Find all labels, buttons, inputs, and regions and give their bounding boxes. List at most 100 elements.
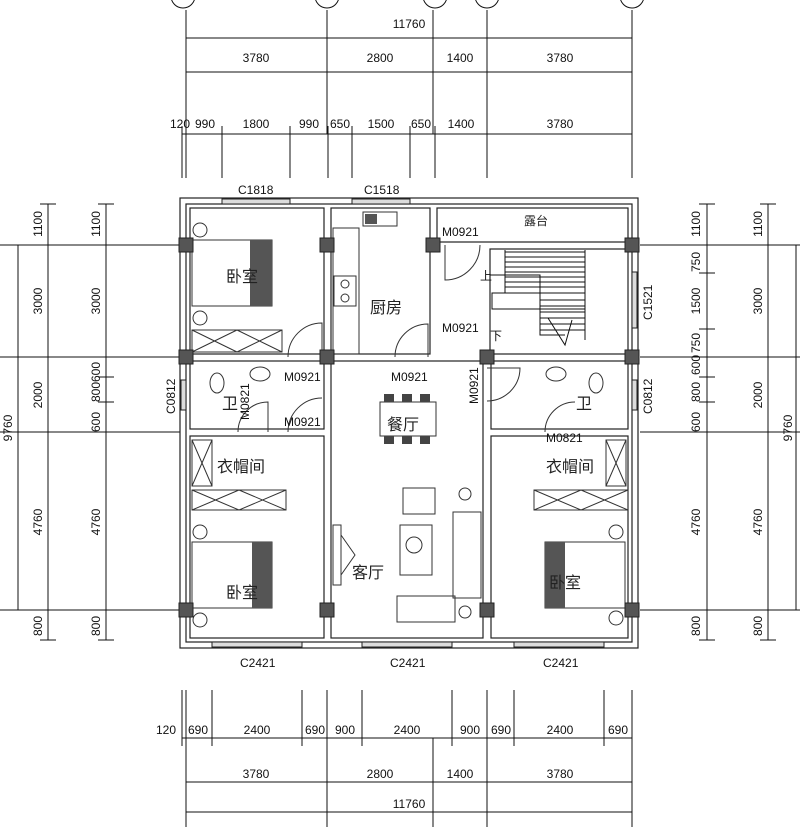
room-label-bedroom: 卧室 <box>226 267 258 286</box>
wardrobe <box>191 329 283 353</box>
dimension-label: 4760 <box>751 508 765 535</box>
window-labels: C1818 C1518 C0812 C0812 C1521 C2421 C242… <box>164 183 655 670</box>
toilet <box>209 366 604 394</box>
window-c1518 <box>351 198 411 205</box>
wardrobe <box>533 439 629 511</box>
column <box>178 602 194 618</box>
dimension-label: 2400 <box>244 723 271 737</box>
dimension-label: 3000 <box>751 287 765 314</box>
tv-cabinet <box>332 524 356 586</box>
door-label: M0821 <box>546 431 583 445</box>
door-labels: M0921 M0921 M0921 M0921 M0921 M0921 M082… <box>238 225 583 445</box>
column <box>319 602 335 618</box>
window-label: C0812 <box>641 378 655 414</box>
stair-landing <box>491 292 586 310</box>
dimension-label: 2800 <box>367 51 394 65</box>
window-c2421-middle <box>361 641 453 648</box>
dimension-label: 9760 <box>1 414 15 441</box>
room-labels: 卧室 厨房 露台 卫 卫 衣帽间 衣帽间 餐厅 客厅 卧室 卧室 <box>217 213 594 602</box>
room-label-dining: 餐厅 <box>387 415 419 434</box>
door-swing <box>287 397 323 433</box>
dimension-label: 1400 <box>447 767 474 781</box>
window-label: C1518 <box>364 183 400 197</box>
dimension-labels: 11760 3780 2800 1400 3780 120 990 1800 990 650 150… <box>1 17 795 811</box>
dimension-label: 690 <box>608 723 628 737</box>
kitchen-sink <box>362 211 398 227</box>
axis-bubble <box>315 0 339 9</box>
room-label-kitchen: 厨房 <box>370 298 402 317</box>
stair-arrow <box>490 274 565 336</box>
window-label: C0812 <box>164 378 178 414</box>
dimension-label: 650 <box>330 117 350 131</box>
dimension-label: 600 <box>89 412 103 432</box>
dimension-label: 1500 <box>368 117 395 131</box>
room-label-bedroom: 卧室 <box>549 573 581 592</box>
room-label-closet: 衣帽间 <box>217 457 265 476</box>
dimension-label: 120 <box>156 723 176 737</box>
dimension-label: 990 <box>299 117 319 131</box>
dimension-label: 1400 <box>448 117 475 131</box>
bed-top-left <box>191 222 273 326</box>
dimension-label: 800 <box>689 382 703 402</box>
window-c2421-left <box>211 641 303 648</box>
dimension-label: 1100 <box>89 211 103 237</box>
dimension-label: 750 <box>689 252 703 272</box>
column <box>624 237 640 253</box>
window-c1818 <box>221 198 291 205</box>
axis-bubble <box>171 0 195 9</box>
dimension-label: 3000 <box>89 287 103 314</box>
dimension-label: 3780 <box>243 51 270 65</box>
room-label-bath: 卫 <box>576 394 592 413</box>
door-label: M0921 <box>284 370 321 384</box>
window-label: C1818 <box>238 183 274 197</box>
axis-bubbles <box>171 0 644 9</box>
column <box>425 237 441 253</box>
door-swing <box>544 401 576 433</box>
dimension-label: 800 <box>89 616 103 636</box>
dimension-label: 3780 <box>547 117 574 131</box>
stove <box>333 275 357 307</box>
column <box>624 602 640 618</box>
door-swing <box>394 323 429 358</box>
door-swing <box>444 244 481 281</box>
dimension-label: 11760 <box>393 17 426 31</box>
door-swing <box>287 322 323 358</box>
room-label-living: 客厅 <box>352 563 384 582</box>
wardrobe <box>191 439 287 511</box>
window-c0812-left <box>180 379 187 411</box>
dimension-label: 2000 <box>751 381 765 408</box>
axis-bubble <box>620 0 644 9</box>
dimension-label: 1500 <box>689 287 703 314</box>
room-label-bath: 卫 <box>222 394 238 413</box>
dimension-label: 690 <box>188 723 208 737</box>
window-label: C2421 <box>390 656 426 670</box>
furniture <box>191 211 629 628</box>
column <box>178 349 194 365</box>
dimension-label: 1100 <box>689 211 703 237</box>
sofa <box>396 487 482 623</box>
room-label-bedroom: 卧室 <box>226 583 258 602</box>
dimension-label: 1400 <box>447 51 474 65</box>
dimension-label: 800 <box>751 616 765 636</box>
dimension-label: 690 <box>305 723 325 737</box>
dimension-label: 750 <box>689 333 703 353</box>
stair-down-label: 下 <box>490 329 502 343</box>
dimension-label: 3780 <box>243 767 270 781</box>
column <box>479 602 495 618</box>
window-c1521 <box>631 271 638 329</box>
dimension-label: 1800 <box>243 117 270 131</box>
dimension-label: 990 <box>195 117 215 131</box>
bed-bottom-right <box>544 524 626 626</box>
dimension-label: 2400 <box>547 723 574 737</box>
column <box>319 349 335 365</box>
dimension-label: 800 <box>31 616 45 636</box>
dimension-label: 690 <box>491 723 511 737</box>
dimension-label: 4760 <box>689 508 703 535</box>
door-swing <box>486 367 521 402</box>
stair-break <box>547 317 573 347</box>
dimension-label: 1100 <box>31 211 45 237</box>
door-swings <box>237 244 576 433</box>
bed-bottom-left <box>191 524 273 628</box>
column <box>479 349 495 365</box>
staircase[interactable]: 上下 <box>480 250 586 347</box>
